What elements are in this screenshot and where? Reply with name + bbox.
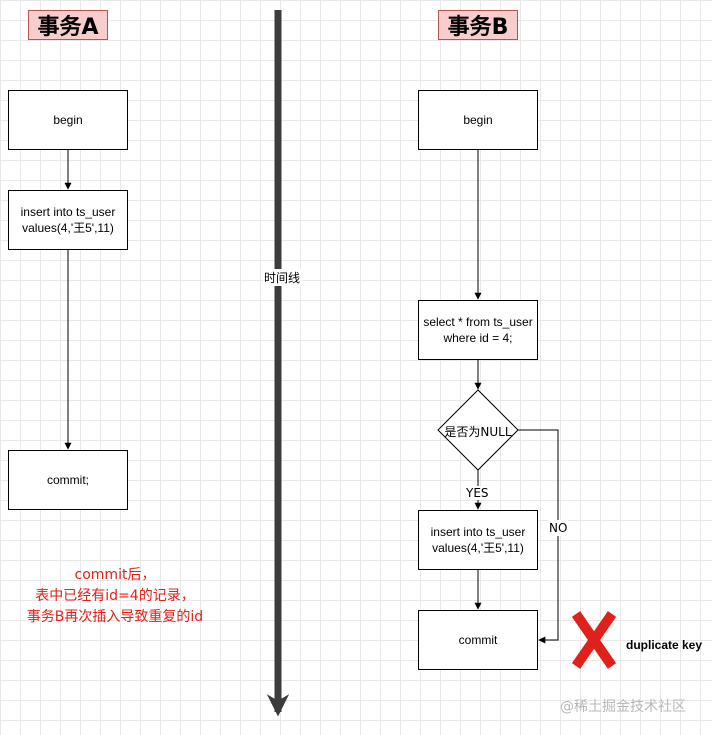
b-commit-step: commit <box>418 610 538 670</box>
timeline-label: 时间线 <box>263 269 302 286</box>
b-begin-step: begin <box>418 90 538 150</box>
decision-label: 是否为NULL <box>444 425 512 439</box>
no-label: NO <box>548 520 569 536</box>
a-commit-step: commit; <box>8 450 128 510</box>
error-x-icon <box>571 611 617 669</box>
a-insert-step: insert into ts_user values(4,'王5',11) <box>8 190 128 250</box>
a-begin-step: begin <box>8 90 128 150</box>
b-insert-step: insert into ts_user values(4,'王5',11) <box>418 510 538 570</box>
duplicate-key-label: duplicate key <box>626 638 703 652</box>
watermark: @稀土掘金技术社区 <box>560 699 686 715</box>
transaction-a-title: 事务A <box>28 10 108 40</box>
commit-note: commit后， 表中已经有id=4的记录， 事务B再次插入导致重复的id <box>26 567 204 625</box>
yes-label: YES <box>466 486 489 500</box>
b-select-step: select * from ts_user where id = 4; <box>418 300 538 360</box>
transaction-b-title: 事务B <box>438 10 518 40</box>
